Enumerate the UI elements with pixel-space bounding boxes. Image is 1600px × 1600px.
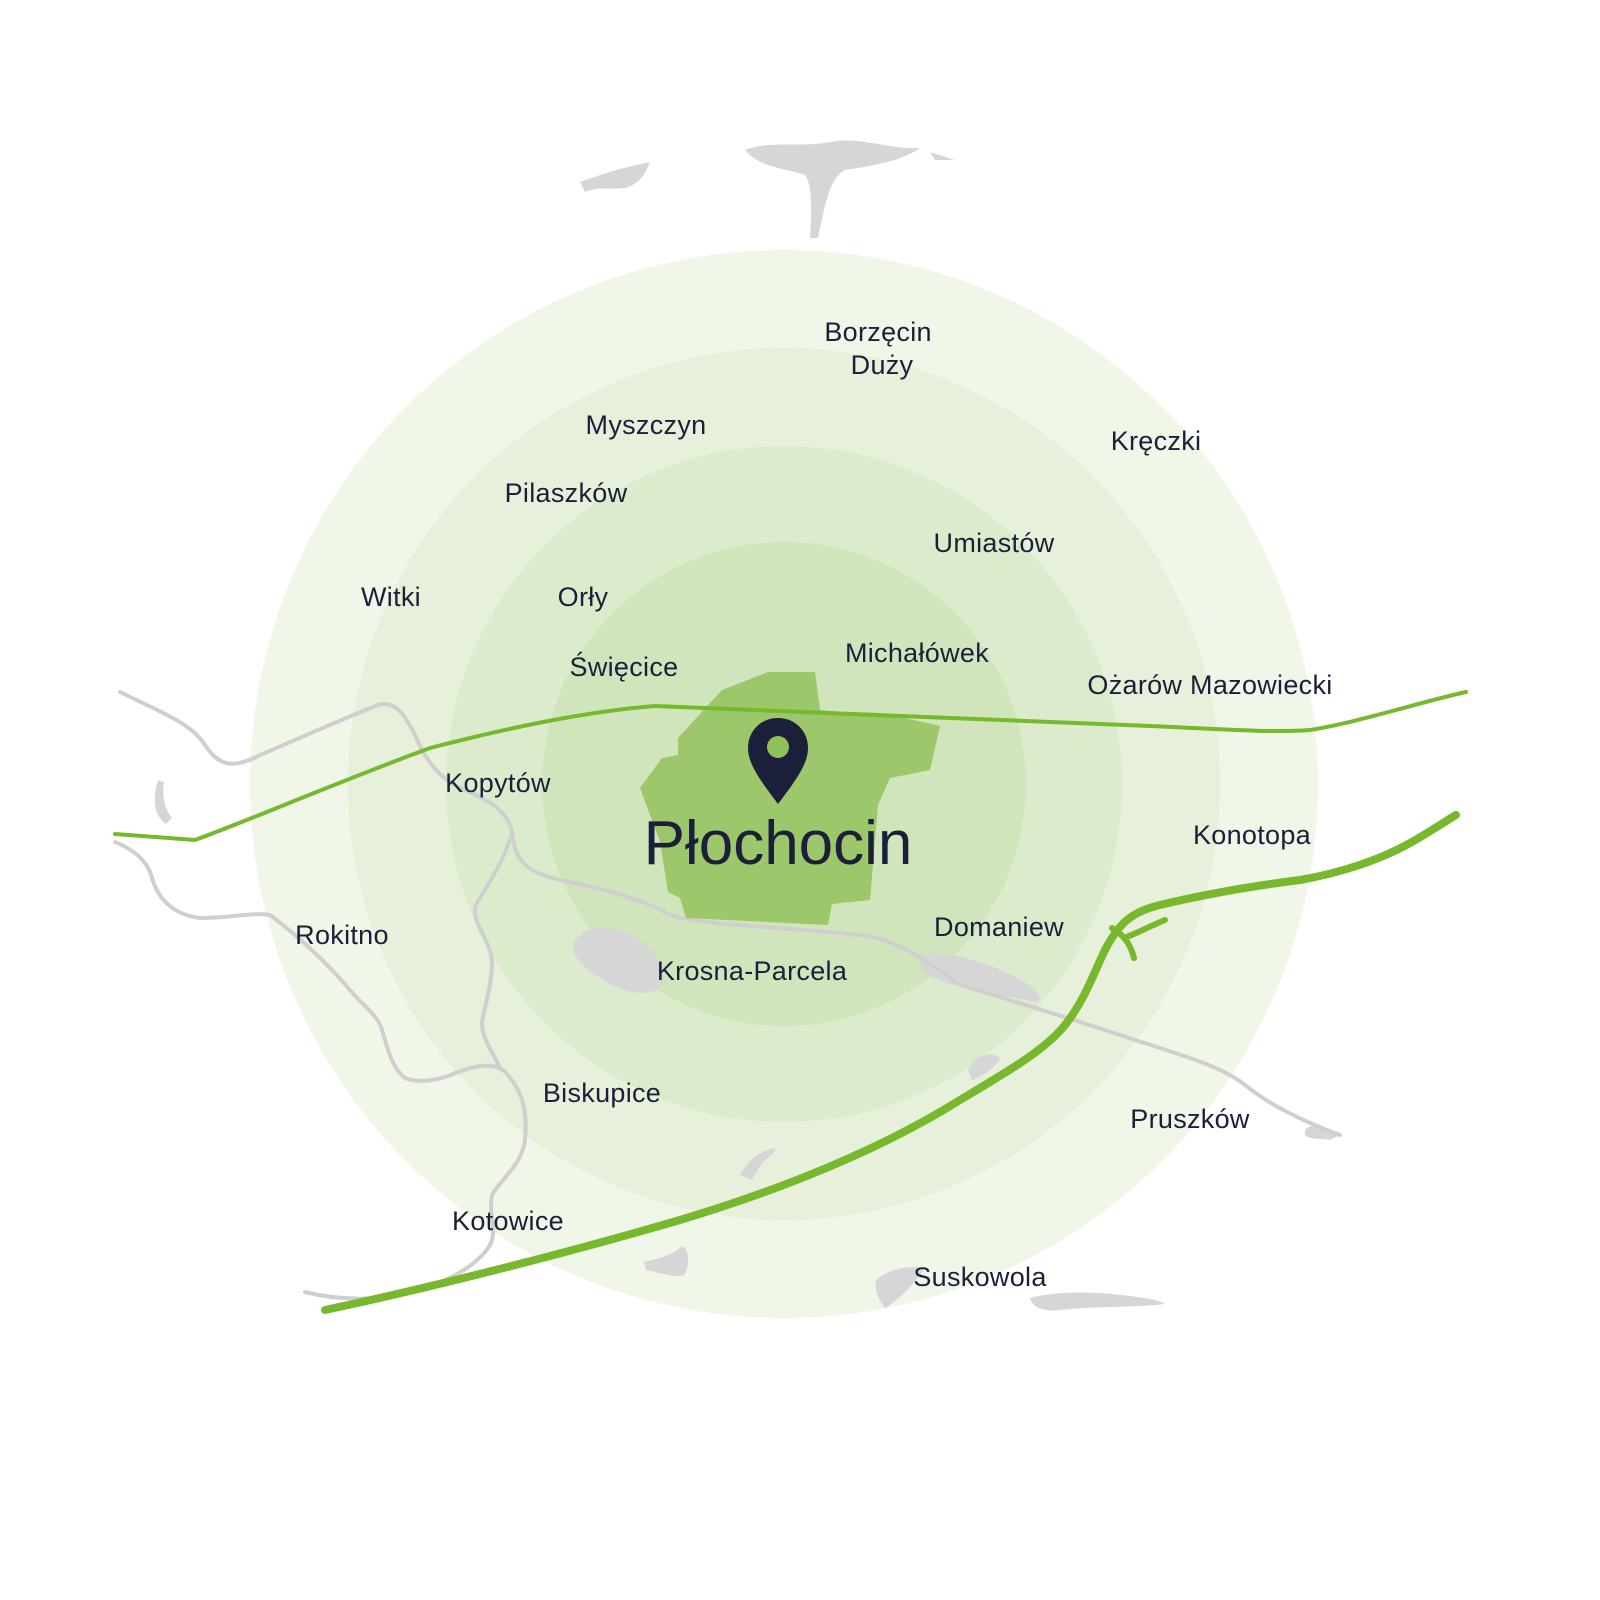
place-label-line: Borzęcin <box>824 317 931 347</box>
water-body-southeast <box>1030 1292 1165 1311</box>
main-place-label: Płochocin <box>644 809 913 878</box>
place-label-biskupice: Biskupice <box>543 1078 661 1108</box>
place-label-umiastow: Umiastów <box>934 528 1055 558</box>
place-label-suskowola: Suskowola <box>913 1262 1047 1292</box>
water-body-north <box>745 140 920 238</box>
place-label-pruszkow: Pruszków <box>1130 1104 1250 1134</box>
main-route-expressway <box>321 811 1460 1314</box>
water-body-suskowola <box>875 1267 925 1308</box>
location-pin-dot <box>767 736 789 758</box>
water-body-domaniew <box>917 953 1040 1002</box>
water-body-pond-east <box>968 1054 1000 1080</box>
place-label-rokitno: Rokitno <box>295 920 389 950</box>
main-routes <box>113 690 1468 1314</box>
water-body-krosna <box>572 927 664 993</box>
place-label-kotowice: Kotowice <box>452 1206 564 1236</box>
place-label-witki: Witki <box>361 582 421 612</box>
place-labels: Borzęcin Duży Myszczyn Kręczki Pilaszków… <box>295 317 1332 1292</box>
main-route-railway <box>113 690 1468 842</box>
place-label-pilaszkow: Pilaszków <box>505 478 628 508</box>
water-body-west <box>154 780 172 824</box>
place-label-konotopa: Konotopa <box>1193 820 1312 850</box>
water-body-pruszkow <box>1305 1125 1340 1140</box>
water-body-pond-south <box>740 1148 776 1180</box>
water-body-northwest <box>580 162 650 192</box>
plochocin-area <box>640 672 940 925</box>
place-label-domaniew: Domaniew <box>934 912 1064 942</box>
water-bodies <box>154 140 1340 1311</box>
place-label-krosna-parcela: Krosna-Parcela <box>657 956 848 986</box>
place-label-michalowek: Michałówek <box>845 638 989 668</box>
place-label-myszczyn: Myszczyn <box>586 410 707 440</box>
location-pin-shape <box>748 718 808 804</box>
place-label-line: Duży <box>851 350 914 380</box>
expressway-junction <box>1109 917 1168 961</box>
place-label-kopytow: Kopytów <box>445 768 551 798</box>
place-label-ozarow-mazowiecki: Ożarów Mazowiecki <box>1087 670 1332 700</box>
place-label-borzecin-duzy: Borzęcin Duży <box>824 317 939 380</box>
minor-roads <box>113 690 1342 1301</box>
water-body-north-2 <box>930 152 955 160</box>
road-southwest <box>113 840 528 1301</box>
water-body-pond-southwest <box>644 1246 689 1276</box>
location-pin-icon <box>748 718 808 804</box>
place-label-orly: Orły <box>558 582 609 612</box>
road-north-south <box>472 830 514 1070</box>
place-label-swiecice: Święcice <box>570 650 679 682</box>
road-northwest <box>118 690 1342 1137</box>
place-label-kreczki: Kręczki <box>1111 426 1202 456</box>
